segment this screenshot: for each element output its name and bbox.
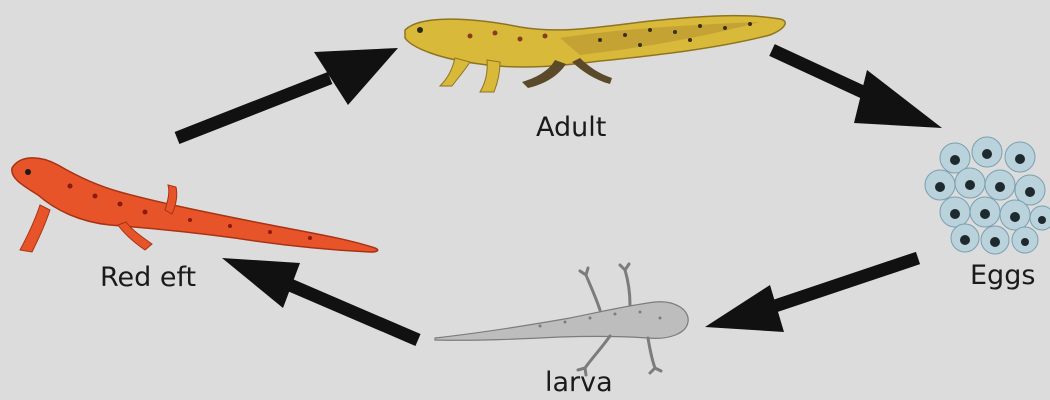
red-eft-label: Red eft — [100, 262, 196, 293]
arrow-adult-to-eggs — [772, 50, 942, 128]
arrow-eggs-to-larva — [705, 258, 918, 332]
larva-label: larva — [545, 367, 613, 398]
arrow-larva-to-red-eft — [222, 258, 418, 340]
red-eft-image — [12, 158, 378, 252]
adult-label: Adult — [536, 112, 606, 143]
adult-newt-image — [405, 16, 785, 92]
eggs-label: Eggs — [970, 260, 1035, 291]
eggs-image — [925, 137, 1050, 254]
larva-image — [435, 264, 688, 375]
arrow-red-eft-to-adult — [177, 48, 398, 138]
